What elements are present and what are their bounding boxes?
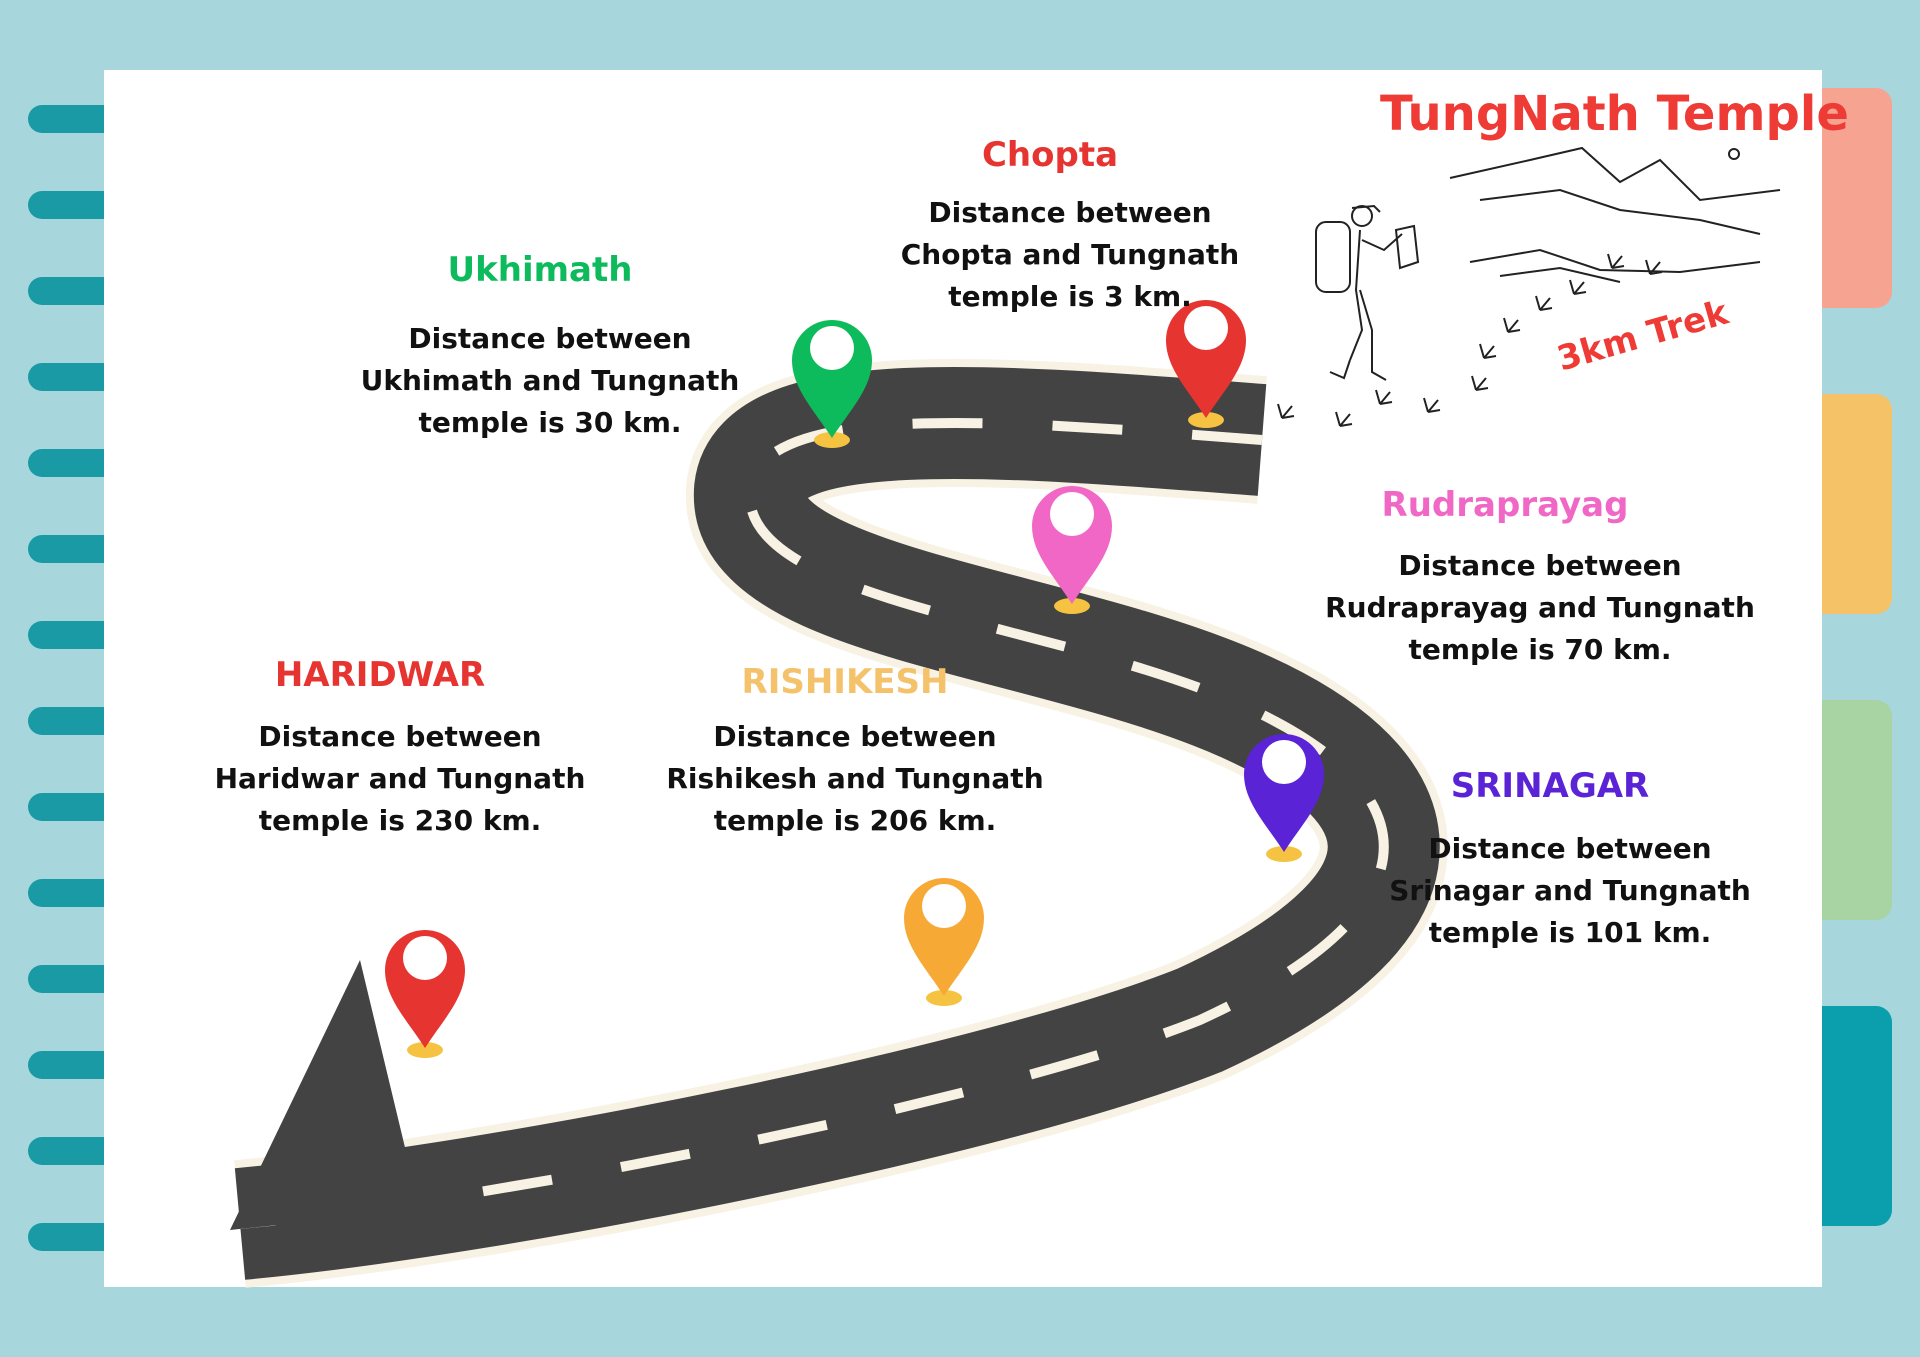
desc-line: temple is 230 km.	[258, 804, 542, 837]
desc-line: temple is 101 km.	[1428, 916, 1712, 949]
stop-title-srinagar: SRINAGAR	[1450, 766, 1650, 806]
desc-line: Srinagar and Tungnath	[1389, 874, 1751, 907]
pin-ukhimath	[792, 320, 872, 448]
desc-line: temple is 30 km.	[418, 406, 682, 439]
desc-line: Distance between	[1398, 549, 1682, 582]
desc-line: Distance between	[1428, 832, 1712, 865]
desc-line: Rishikesh and Tungnath	[666, 762, 1044, 795]
pin-chopta	[1166, 300, 1246, 428]
desc-line: Distance between	[408, 322, 692, 355]
stop-title-rudraprayag: Rudraprayag	[1381, 485, 1629, 525]
notebook-tab	[1822, 88, 1892, 308]
hiker-sketch	[1315, 204, 1420, 381]
mountain-sketch	[1449, 146, 1781, 283]
notebook-tab	[1822, 394, 1892, 614]
stop-title-rishikesh: RISHIKESH	[741, 662, 949, 702]
stop-desc-srinagar: Distance between Srinagar and Tungnath t…	[1370, 828, 1770, 954]
desc-line: Distance between	[258, 720, 542, 753]
pin-srinagar	[1244, 734, 1324, 862]
stop-title-ukhimath: Ukhimath	[447, 250, 633, 290]
page-title: TungNath Temple	[1380, 86, 1849, 142]
desc-line: Distance between	[928, 196, 1212, 229]
desc-line: temple is 206 km.	[713, 804, 997, 837]
stop-desc-haridwar: Distance between Haridwar and Tungnath t…	[200, 716, 600, 842]
desc-line: temple is 70 km.	[1408, 633, 1672, 666]
desc-line: Distance between	[713, 720, 997, 753]
stop-title-chopta: Chopta	[981, 135, 1119, 175]
stop-desc-rudraprayag: Distance between Rudraprayag and Tungnat…	[1310, 545, 1770, 671]
pin-rudraprayag	[1032, 486, 1112, 614]
stop-desc-rishikesh: Distance between Rishikesh and Tungnath …	[655, 716, 1055, 842]
desc-line: temple is 3 km.	[948, 280, 1192, 313]
desc-line: Rudraprayag and Tungnath	[1325, 591, 1755, 624]
desc-line: Chopta and Tungnath	[900, 238, 1240, 271]
desc-line: Haridwar and Tungnath	[214, 762, 586, 795]
road-lane-markings	[239, 417, 1389, 1229]
stop-desc-ukhimath: Distance between Ukhimath and Tungnath t…	[350, 318, 750, 444]
notebook-tab	[1822, 1006, 1892, 1226]
pin-rishikesh	[904, 878, 984, 1006]
desc-line: Ukhimath and Tungnath	[360, 364, 740, 397]
stop-desc-chopta: Distance between Chopta and Tungnath tem…	[870, 192, 1270, 318]
road-start-wedge	[230, 960, 420, 1230]
pin-haridwar	[385, 930, 465, 1058]
footprints-sketch	[1277, 253, 1663, 427]
stop-title-haridwar: HARIDWAR	[274, 655, 486, 695]
notebook-tab	[1822, 700, 1892, 920]
